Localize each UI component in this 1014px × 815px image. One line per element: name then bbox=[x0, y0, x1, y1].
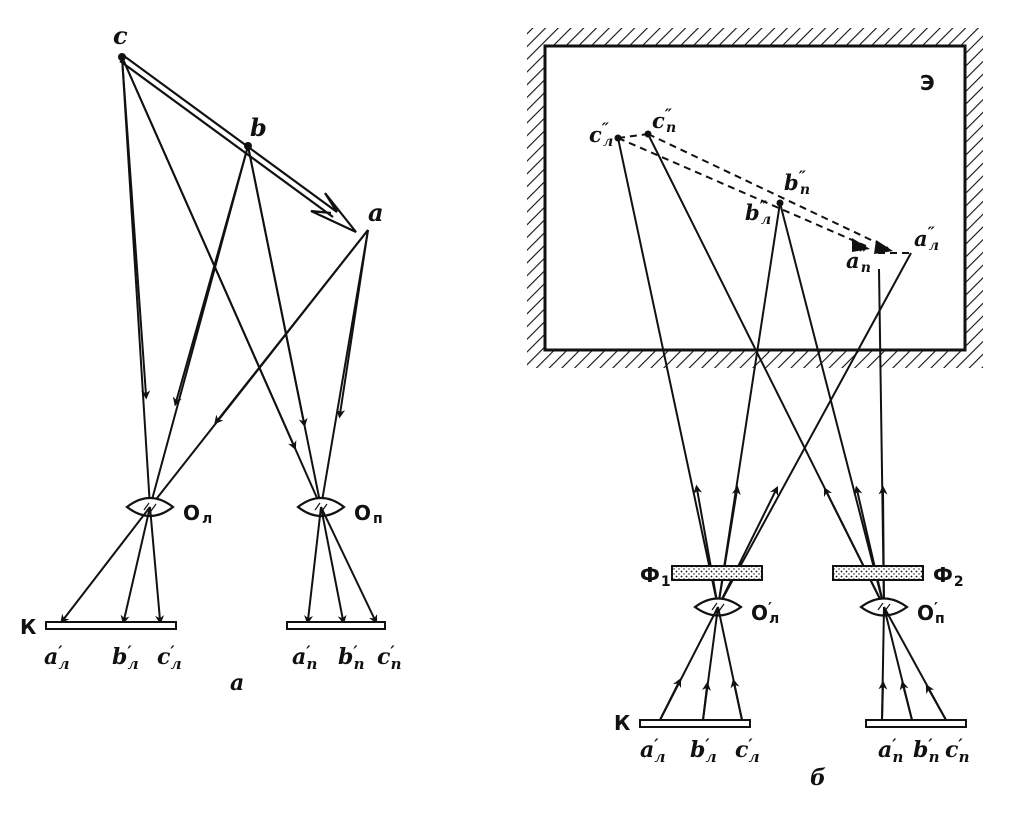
label-image-c-right: c′п bbox=[377, 642, 402, 673]
screen-image-left bbox=[617, 133, 867, 247]
rays-plate-to-left-lens bbox=[659, 606, 743, 721]
label-b-image-c-left: c′л bbox=[735, 735, 760, 766]
filter-right bbox=[832, 565, 924, 581]
label-b-image-b-left: b′л bbox=[690, 735, 717, 766]
label-image-a-right: a′п bbox=[292, 642, 317, 673]
label-b-image-c-right: c′п bbox=[945, 735, 970, 766]
label-screen-b-l: b″л bbox=[745, 197, 771, 228]
label-screen: Э bbox=[920, 71, 935, 95]
plate-right-b bbox=[865, 719, 967, 728]
plate-left-a bbox=[45, 621, 177, 630]
label-screen-c-l: c″л bbox=[589, 119, 613, 150]
plate-right-a bbox=[286, 621, 386, 630]
label-image-b-left: b′л bbox=[112, 642, 139, 673]
label-projector-lens-left: О′л bbox=[751, 599, 779, 627]
rays-plate-to-right-lens bbox=[878, 606, 947, 721]
object-arrow bbox=[119, 55, 357, 233]
rays-to-left-plate bbox=[60, 506, 165, 625]
filter-left bbox=[671, 565, 763, 581]
label-image-b-right: b′п bbox=[338, 642, 365, 673]
label-b-image-a-right: a′п bbox=[878, 735, 903, 766]
label-screen-c-p: c″п bbox=[652, 105, 676, 136]
label-b-image-a-left: a′л bbox=[640, 735, 665, 766]
label-projector-lens-right: О′п bbox=[917, 599, 945, 627]
label-plate-a: К bbox=[20, 615, 37, 639]
screen-image-right bbox=[647, 133, 911, 254]
caption-panel-b: б bbox=[810, 765, 826, 791]
label-object-c: c bbox=[113, 21, 128, 50]
label-filter-left: Ф1 bbox=[640, 563, 671, 590]
label-screen-b-p: b″п bbox=[784, 167, 810, 198]
label-plate-b: К bbox=[614, 711, 631, 735]
label-image-a-left: a′л bbox=[44, 642, 69, 673]
label-b-image-b-right: b′п bbox=[913, 735, 940, 766]
rays-to-left-lens bbox=[121, 56, 369, 508]
label-object-a: a bbox=[368, 198, 384, 227]
plate-left-b bbox=[639, 719, 751, 728]
panel-a bbox=[45, 53, 386, 630]
label-image-c-left: c′л bbox=[157, 642, 182, 673]
label-filter-right: Ф2 bbox=[933, 563, 964, 590]
rays-to-right-lens bbox=[121, 56, 369, 508]
rays-to-right-plate bbox=[304, 506, 378, 625]
label-screen-a-l: a″л bbox=[914, 223, 939, 254]
rays-from-right-projector bbox=[647, 133, 888, 608]
label-object-b: b bbox=[250, 113, 267, 142]
panel-b bbox=[527, 28, 983, 728]
label-screen-a-p: a″п bbox=[846, 245, 871, 276]
caption-panel-a: а bbox=[230, 670, 244, 696]
